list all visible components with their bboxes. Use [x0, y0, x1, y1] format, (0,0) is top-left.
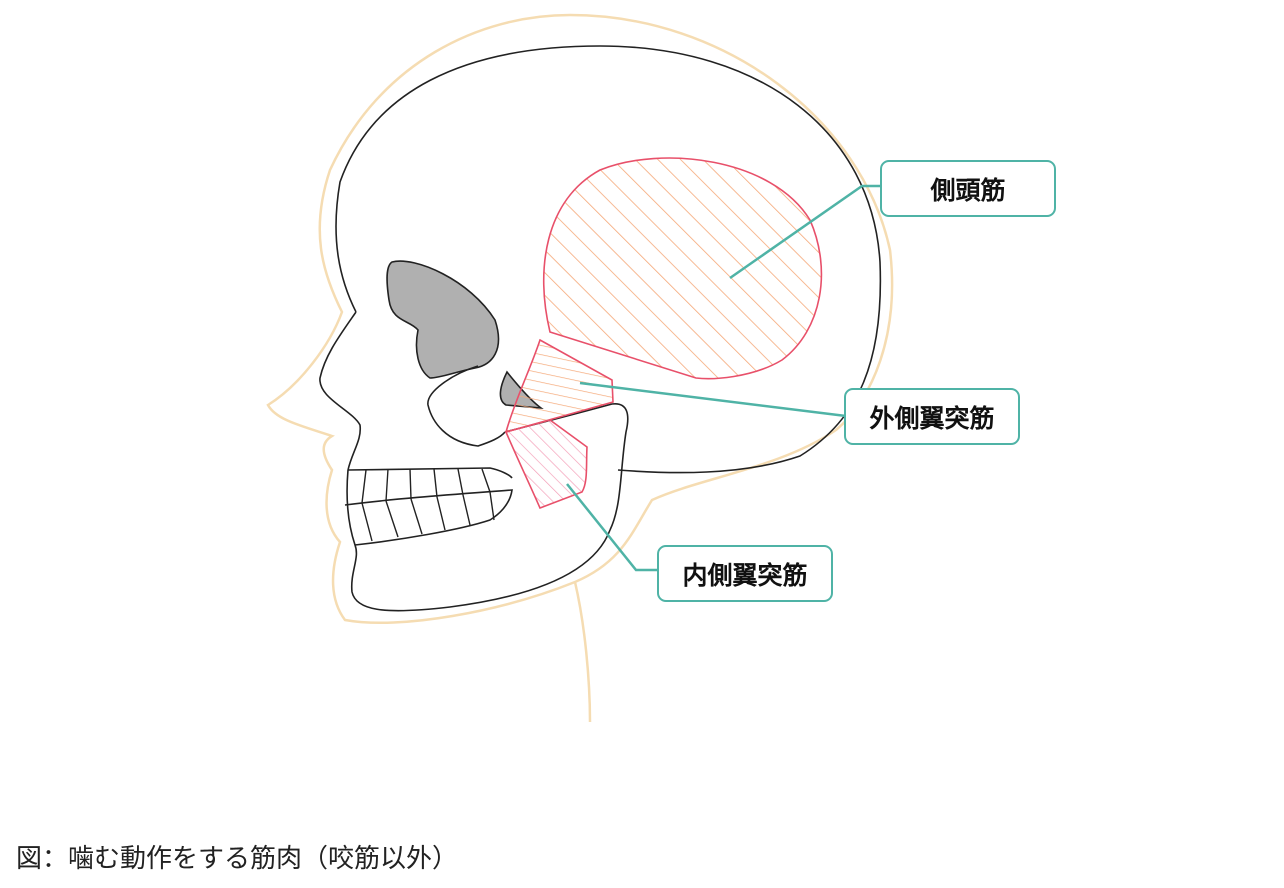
mandible-outline [346, 469, 611, 612]
leader-temporalis [729, 184, 882, 280]
eye-socket [386, 260, 500, 379]
lateral-pterygoid-muscle [504, 338, 614, 434]
leader-medial-pterygoid [566, 483, 659, 572]
figure-caption: 図：噛む動作をする筋肉（咬筋以外） [16, 844, 459, 874]
neck-line [573, 581, 592, 723]
leader-lateral-pterygoid [579, 381, 847, 418]
face-outline [319, 311, 362, 471]
cranium-outline [335, 45, 882, 474]
maxilla-outline [344, 467, 513, 546]
medial-pterygoid-muscle [504, 419, 588, 510]
teeth [361, 468, 495, 542]
label-lateral-pterygoid: 外側翼突筋 [844, 388, 1020, 445]
temporalis-muscle [542, 157, 823, 380]
zygomatic-arch [504, 403, 629, 531]
label-temporalis: 側頭筋 [880, 160, 1056, 217]
label-medial-pterygoid: 内側翼突筋 [657, 545, 833, 602]
head-outline [266, 13, 894, 625]
nose-outline [427, 365, 506, 447]
